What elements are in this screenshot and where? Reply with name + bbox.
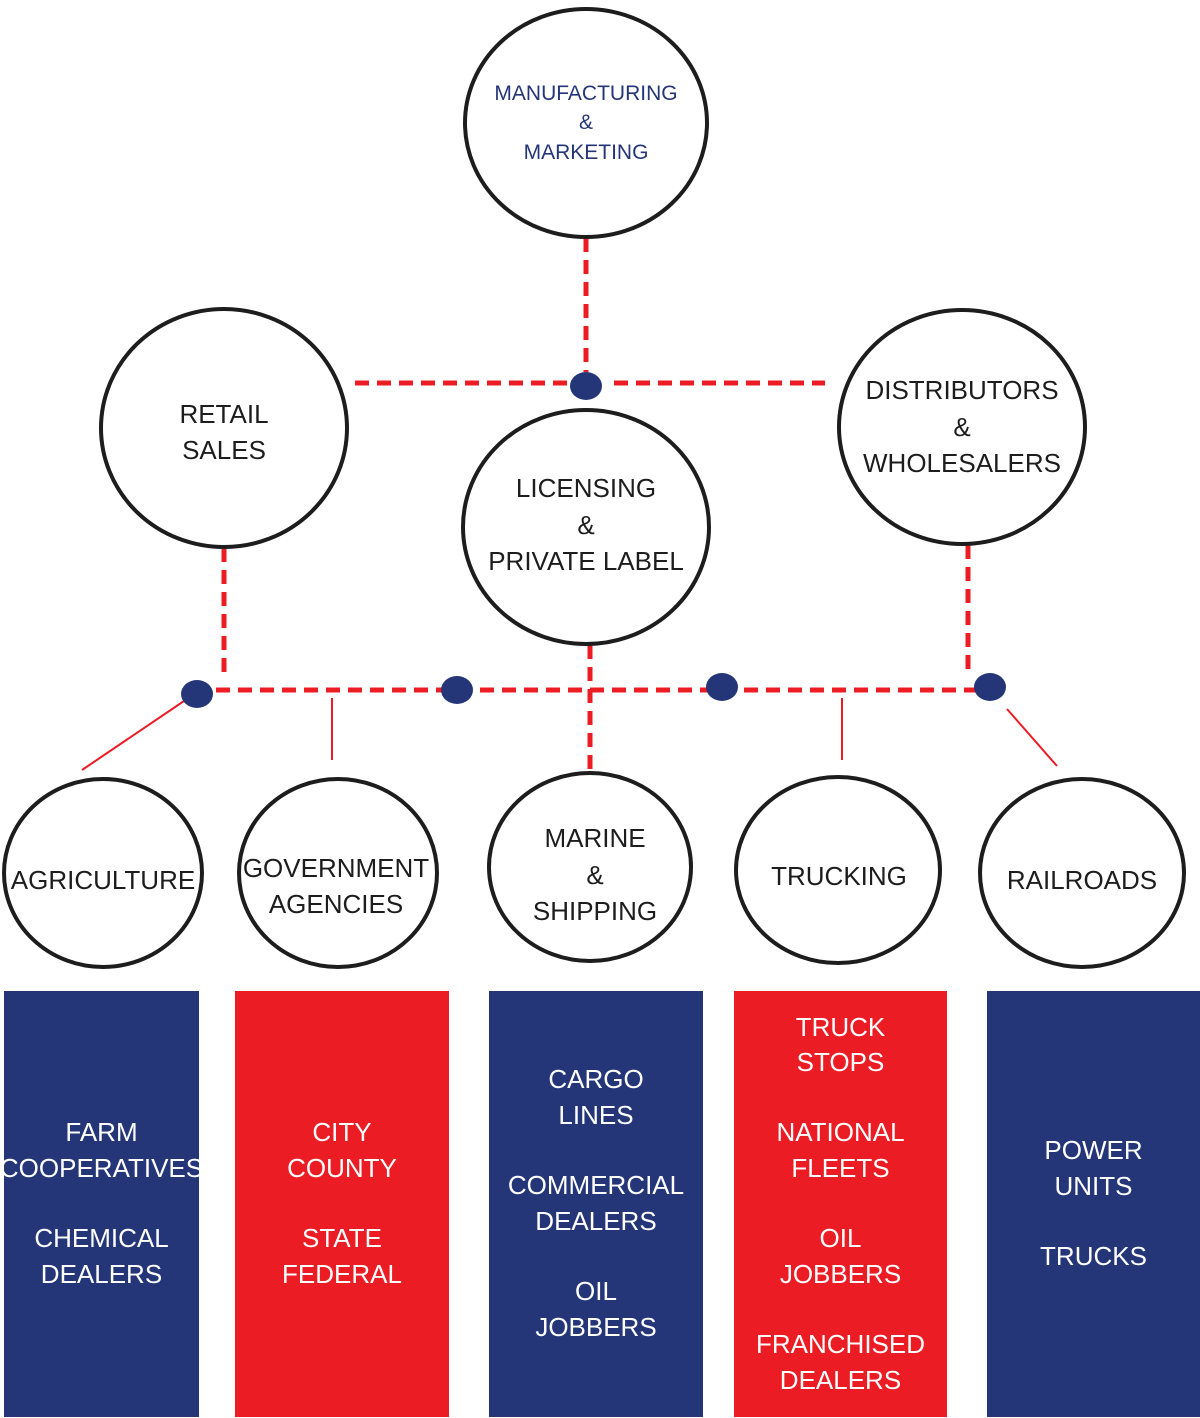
agriculture-box-entry-line: FARM xyxy=(65,1117,138,1148)
agriculture-box-entry-line: COOPERATIVES xyxy=(0,1153,204,1184)
trucking-box-entry-line: JOBBERS xyxy=(779,1258,902,1289)
trucking-label: TRUCKING xyxy=(739,776,939,976)
licensing-label-line: & xyxy=(577,509,595,540)
marine-label-line: & xyxy=(586,859,604,890)
trucking-box-entry: OIL JOBBERS xyxy=(780,1221,901,1293)
agriculture-label-line: AGRICULTURE xyxy=(10,864,196,895)
government-box-entry-line: STATE xyxy=(302,1223,382,1253)
manufacturing-label-line: & xyxy=(578,111,593,135)
trucking-circle xyxy=(734,775,942,965)
licensing-label-line: LICENSING xyxy=(515,473,657,504)
agriculture-box-entry-line: DEALERS xyxy=(40,1258,163,1289)
distributors-label-line: & xyxy=(953,411,971,442)
marine-circle xyxy=(487,771,693,963)
marine-box-entry-line: COMMERCIAL xyxy=(507,1170,685,1201)
marine-box-entry: CARGO LINES xyxy=(548,1062,643,1134)
trucking-box-entry-line: FRANCHISED xyxy=(755,1328,925,1359)
trucking-box-entry: FRANCHISED DEALERS xyxy=(756,1327,925,1399)
licensing-circle xyxy=(461,408,711,646)
agriculture-label: AGRICULTURE xyxy=(3,780,203,980)
marine-box-entry-line: DEALERS xyxy=(535,1206,657,1236)
junction-dot-top xyxy=(570,372,602,400)
marine-box-entry-line: OIL xyxy=(575,1275,617,1306)
marine-box-entry-line: JOBBERS xyxy=(535,1311,657,1342)
distributors-label-line: DISTRIBUTORS xyxy=(865,375,1059,406)
government-box-entry-line: FEDERAL xyxy=(282,1258,402,1289)
manufacturing-label-line: MARKETING xyxy=(523,140,649,164)
marine-box-entry-line: CARGO xyxy=(548,1064,644,1095)
government-label-line: GOVERNMENT xyxy=(242,852,430,883)
junction-dot-1 xyxy=(181,680,213,708)
government-label: GOVERNMENT AGENCIES xyxy=(236,786,436,986)
marine-label: MARINE & SHIPPING xyxy=(495,775,695,975)
licensing-label: LICENSING & PRIVATE LABEL xyxy=(466,415,706,635)
marine-box-entry-line: LINES xyxy=(558,1100,634,1131)
railroads-box: POWER UNITS TRUCKS xyxy=(987,991,1200,1417)
railroads-box-entry: POWER UNITS xyxy=(1044,1133,1142,1205)
marine-box-entry: OIL JOBBERS xyxy=(535,1274,656,1346)
railroads-label-line: RAILROADS xyxy=(1006,864,1158,895)
railroads-box-entry-line: TRUCKS xyxy=(1040,1240,1147,1271)
trucking-box-entry-line: DEALERS xyxy=(779,1364,902,1395)
distributors-circle xyxy=(837,308,1087,546)
railroads-box-entry-line: POWER xyxy=(1044,1135,1143,1166)
connector-to-agriculture xyxy=(81,700,185,771)
agriculture-box: FARM COOPERATIVES CHEMICAL DEALERS xyxy=(0,991,203,1417)
manufacturing-circle xyxy=(463,7,709,239)
government-box-entry: STATE FEDERAL xyxy=(282,1221,402,1293)
marine-label-line: SHIPPING xyxy=(532,896,658,927)
agriculture-box-entry-line: CHEMICAL xyxy=(34,1223,169,1253)
government-box-entry-line: COUNTY xyxy=(287,1153,397,1184)
trucking-label-line: TRUCKING xyxy=(771,860,907,891)
retail-label: RETAIL SALES xyxy=(104,322,344,542)
marine-label-line: MARINE xyxy=(544,823,646,854)
trucking-box-entry-line: NATIONAL xyxy=(776,1117,905,1148)
marine-box-entry: COMMERCIAL DEALERS xyxy=(508,1168,684,1240)
railroads-box-entry: TRUCKS xyxy=(1040,1239,1147,1275)
trucking-box-entry-line: TRUCK xyxy=(795,1011,886,1042)
distributors-label-line: WHOLESALERS xyxy=(863,448,1061,479)
trucking-box-entry: TRUCK STOPS xyxy=(796,1010,886,1082)
railroads-label: RAILROADS xyxy=(982,780,1182,980)
distributors-label: DISTRIBUTORS & WHOLESALERS xyxy=(842,317,1082,537)
agriculture-box-entry: FARM COOPERATIVES xyxy=(0,1115,203,1187)
government-label-line: AGENCIES xyxy=(268,889,404,919)
agriculture-circle xyxy=(2,777,204,969)
marine-box: CARGO LINES COMMERCIAL DEALERS OIL JOBBERS xyxy=(489,991,703,1417)
government-box-entry: CITY COUNTY xyxy=(287,1115,397,1187)
railroads-box-entry-line: UNITS xyxy=(1054,1171,1133,1202)
agriculture-box-entry: CHEMICAL DEALERS xyxy=(34,1221,168,1293)
retail-label-line: RETAIL xyxy=(179,398,269,429)
licensing-label-line: PRIVATE LABEL xyxy=(488,546,684,577)
trucking-box: TRUCK STOPS NATIONAL FLEETS OIL JOBBERS FRANCH… xyxy=(734,991,947,1417)
government-box: CITY COUNTY STATE FEDERAL xyxy=(235,991,449,1417)
government-box-entry-line: CITY xyxy=(312,1117,372,1148)
railroads-circle xyxy=(978,777,1186,969)
government-circle xyxy=(237,777,439,969)
retail-circle xyxy=(99,307,349,549)
junction-dot-4 xyxy=(974,673,1006,701)
manufacturing-label-line: MANUFACTURING xyxy=(494,81,678,105)
trucking-box-entry-line: OIL xyxy=(819,1223,862,1253)
junction-dot-2 xyxy=(441,676,473,704)
retail-label-line: SALES xyxy=(182,435,266,465)
junction-dot-3 xyxy=(706,673,738,701)
trucking-box-entry-line: FLEETS xyxy=(791,1153,890,1184)
manufacturing-label: MANUFACTURING & MARKETING xyxy=(466,13,706,233)
trucking-box-entry: NATIONAL FLEETS xyxy=(776,1115,904,1187)
trucking-box-entry-line: STOPS xyxy=(796,1047,885,1078)
connector-to-railroads xyxy=(1006,708,1058,767)
